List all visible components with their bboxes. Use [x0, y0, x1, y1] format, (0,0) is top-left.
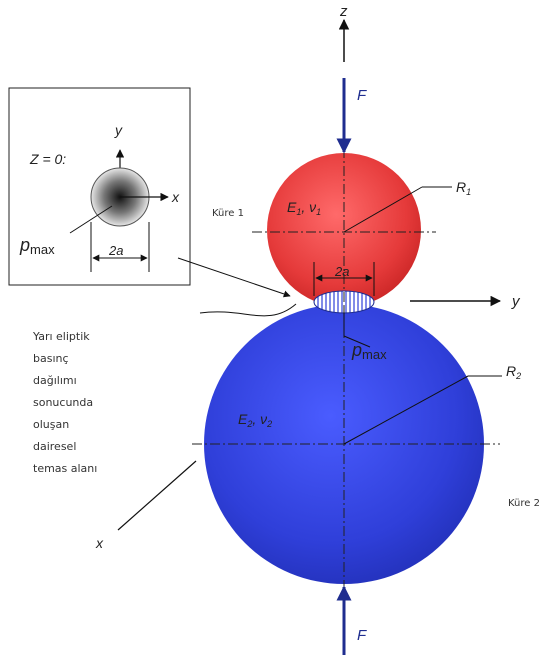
inset-x-label: x	[171, 189, 180, 205]
contact-pressure-label: pmax	[351, 340, 387, 362]
force-label-top: F	[357, 87, 367, 104]
inset-plane-label: Z = 0:	[29, 151, 66, 167]
note-to-contact-leader	[199, 303, 297, 317]
x-axis-line	[117, 460, 197, 531]
note-line: dairesel	[33, 440, 76, 453]
note-line: basınç	[33, 352, 69, 365]
contact-width-label: 2a	[334, 264, 349, 279]
y-axis-label: y	[511, 293, 521, 310]
sphere2-material: E2, ν2	[238, 411, 272, 429]
sphere1-radius-line	[343, 186, 423, 233]
contact-area-note: Yarı eliptik basınç dağılımı sonucunda o…	[32, 330, 97, 475]
note-line: oluşan	[33, 418, 69, 431]
inset-pressure-label: pmax	[19, 235, 55, 257]
inset-y-label: y	[114, 122, 123, 138]
inset-to-contact-leader	[177, 257, 291, 298]
note-line: dağılımı	[33, 374, 77, 387]
sphere2-radius-label: R2	[506, 363, 521, 381]
sphere1-material: E1, ν1	[287, 199, 321, 217]
sphere1-label: Küre 1	[212, 208, 244, 219]
note-line: Yarı eliptik	[32, 330, 90, 343]
x-axis-label: x	[95, 535, 104, 551]
note-line: sonucunda	[33, 396, 93, 409]
sphere2-radius-line	[343, 375, 469, 445]
note-line: temas alanı	[33, 462, 97, 475]
inset-width-label: 2a	[108, 243, 123, 258]
z-axis-label: z	[339, 3, 348, 20]
force-label-bottom: F	[357, 627, 367, 644]
inset-pressure-leader	[69, 205, 113, 234]
sphere2-label: Küre 2	[508, 498, 540, 509]
pressure-leader	[343, 306, 371, 348]
sphere1-radius-label: R1	[456, 179, 471, 197]
